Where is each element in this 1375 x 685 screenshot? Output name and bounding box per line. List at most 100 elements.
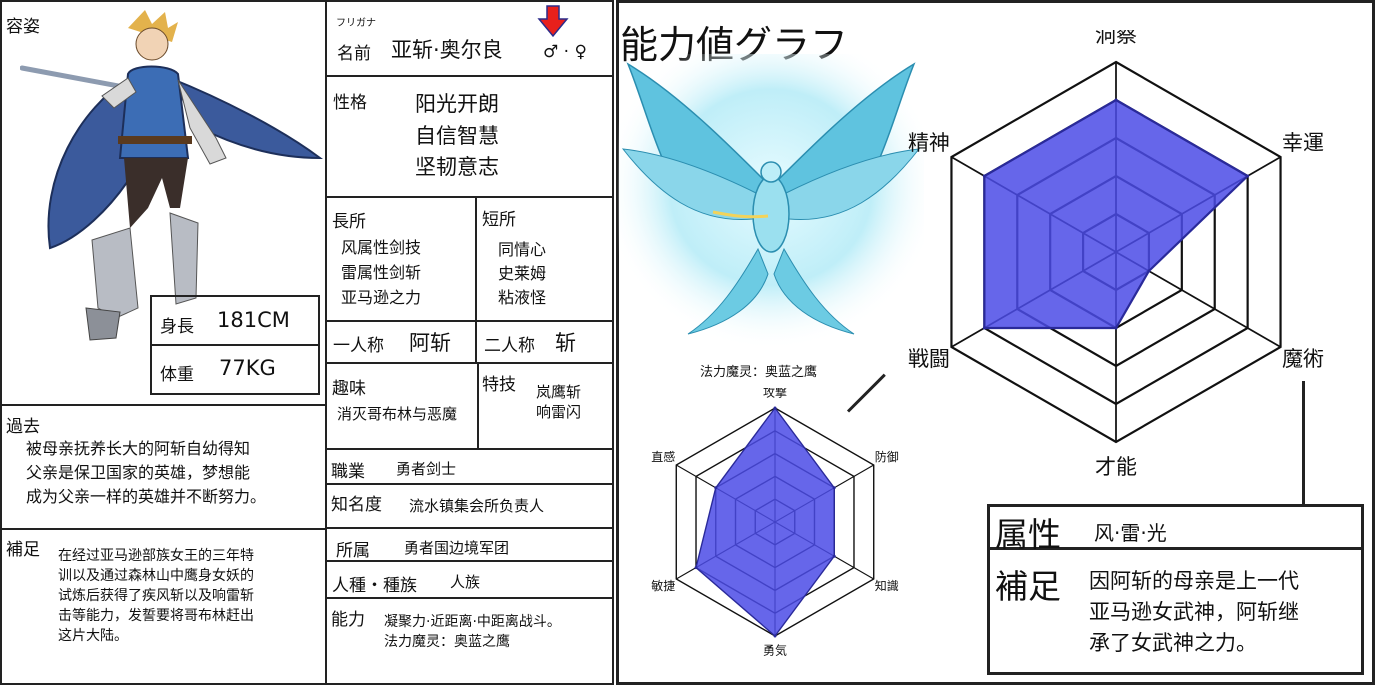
hero-head xyxy=(135,27,169,61)
weakness-3: 粘液怪 xyxy=(498,288,547,307)
fame-value: 流水镇集会所负责人 xyxy=(409,497,545,515)
strengths-label: 長所 xyxy=(332,212,366,232)
attribute-box xyxy=(987,504,1364,675)
radar-axis-label-5: 精神 xyxy=(908,131,950,155)
supplement-label: 補足 xyxy=(6,540,40,560)
radar-axis-label-0: 攻撃 xyxy=(763,388,787,400)
radar-point-幸運 xyxy=(1246,174,1250,178)
furigana-label: フリガナ xyxy=(336,18,376,29)
divider-supplement-top xyxy=(0,528,326,530)
radar-point-攻撃 xyxy=(773,406,777,410)
attribute-value: 风·雷·光 xyxy=(1094,521,1167,545)
divider-strengths-weaknesses xyxy=(475,196,477,320)
hero-legs xyxy=(124,158,188,228)
past-label: 過去 xyxy=(6,417,40,437)
height-value: 181CM xyxy=(217,308,290,332)
radar-axis-label-4: 敏捷 xyxy=(651,578,675,593)
divider-ability-top xyxy=(325,597,614,599)
radar-point-直感 xyxy=(714,486,718,490)
second-person-value: 斩 xyxy=(555,331,576,355)
personality-label: 性格 xyxy=(333,93,367,113)
appearance-label: 容姿 xyxy=(6,17,40,37)
first-person-label: 一人称 xyxy=(333,336,384,356)
divider-pronouns xyxy=(475,320,477,362)
attribute-label: 属性 xyxy=(995,515,1061,554)
radar-axis-label-2: 魔術 xyxy=(1282,347,1324,371)
right-supplement-label: 補足 xyxy=(995,567,1061,606)
divider-pronoun-top xyxy=(325,320,614,322)
divider-past-top xyxy=(0,404,326,406)
skill-1: 岚鹰斩 xyxy=(536,383,582,401)
height-weight-divider xyxy=(150,344,320,346)
divider-personality-bottom xyxy=(325,196,614,198)
race-value: 人族 xyxy=(450,573,481,591)
affiliation-value: 勇者国边境军团 xyxy=(404,539,510,557)
radar-series-polygon xyxy=(983,98,1250,330)
connector-line-vertical xyxy=(1302,381,1305,504)
divider-hobby-skill xyxy=(477,362,479,448)
personality-3: 坚韧意志 xyxy=(415,155,499,179)
spirit-caption: 法力魔灵：奥蓝之鹰 xyxy=(700,365,818,380)
ability-graph-panel xyxy=(616,0,1375,685)
attribute-divider xyxy=(987,547,1364,550)
height-label: 身長 xyxy=(160,317,194,337)
divider-name-bottom xyxy=(325,75,614,77)
right-supplement-line-1: 因阿斩的母亲是上一代 xyxy=(1089,569,1299,593)
radar-axis-label-2: 知識 xyxy=(875,579,899,593)
second-person-label: 二人称 xyxy=(484,336,535,356)
ability-label: 能力 xyxy=(331,610,365,630)
personality-1: 阳光开朗 xyxy=(415,92,499,116)
radar-point-精神 xyxy=(982,174,986,178)
past-text: 被母亲抚养长大的阿斩自幼得知 父亲是保卫国家的英雄，梦想能 成为父亲一样的英雄并… xyxy=(26,439,267,506)
strength-2: 雷属性剑斩 xyxy=(341,263,422,282)
radar-axis-label-4: 戦闘 xyxy=(908,347,950,371)
radar-point-魔術 xyxy=(1147,269,1151,273)
occupation-label: 職業 xyxy=(331,462,365,482)
radar-axis-label-0: 洞察 xyxy=(1095,30,1137,47)
name-label: 名前 xyxy=(337,44,371,64)
strength-1: 风属性剑技 xyxy=(341,238,422,257)
weakness-2: 史莱姆 xyxy=(498,264,547,283)
personality-2: 自信智慧 xyxy=(415,124,499,148)
divider-left-column xyxy=(325,0,327,685)
ability-line-1: 凝聚力·近距离·中距离战斗。 xyxy=(384,614,561,630)
hobby-value: 消灭哥布林与恶魔 xyxy=(337,405,458,423)
phoenix-illustration xyxy=(618,54,924,350)
radar-point-敏捷 xyxy=(694,566,698,570)
radar-axis-label-5: 直感 xyxy=(651,449,675,464)
radar-point-知識 xyxy=(832,554,836,558)
first-person-value: 阿斩 xyxy=(409,331,451,355)
character-sheet-left xyxy=(0,0,614,685)
skill-label: 特技 xyxy=(482,375,516,395)
divider-race-top xyxy=(325,560,614,562)
strength-3: 亚马逊之力 xyxy=(341,288,422,307)
affiliation-label: 所属 xyxy=(336,541,370,561)
radar-point-勇気 xyxy=(773,634,777,638)
fame-label: 知名度 xyxy=(331,495,382,515)
weakness-1: 同情心 xyxy=(498,240,547,259)
weight-label: 体重 xyxy=(160,365,194,385)
divider-fame-top xyxy=(325,483,614,485)
phoenix-body xyxy=(752,175,790,253)
radar-axis-label-1: 幸運 xyxy=(1282,131,1324,155)
ability-line-2: 法力魔灵：奥蓝之鹰 xyxy=(384,634,510,650)
radar-point-才能 xyxy=(1114,326,1118,330)
radar-point-戦闘 xyxy=(982,326,986,330)
hero-illustration xyxy=(20,10,324,341)
occupation-value: 勇者剑士 xyxy=(396,460,457,478)
gender-selector[interactable]: ♂ · ♀ xyxy=(543,42,587,62)
divider-affiliation-top xyxy=(325,527,614,529)
radar-axis-label-3: 勇気 xyxy=(763,643,787,658)
skill-2: 响雷闪 xyxy=(536,403,582,421)
red-arrow-icon xyxy=(537,5,569,38)
radar-axis-label-1: 防御 xyxy=(875,449,899,464)
supplement-text: 在经过亚马逊部族女王的三年特 训以及通过森林山中鹰身女妖的 试炼后获得了疾风斩以… xyxy=(58,548,254,644)
hobby-label: 趣味 xyxy=(332,379,366,399)
radar-point-防御 xyxy=(832,486,836,490)
right-supplement-line-3: 承了女武神之力。 xyxy=(1089,631,1257,655)
weight-value: 77KG xyxy=(219,356,276,380)
divider-occupation-top xyxy=(325,448,614,450)
right-supplement-line-2: 亚马逊女武神，阿斩继 xyxy=(1089,600,1299,624)
